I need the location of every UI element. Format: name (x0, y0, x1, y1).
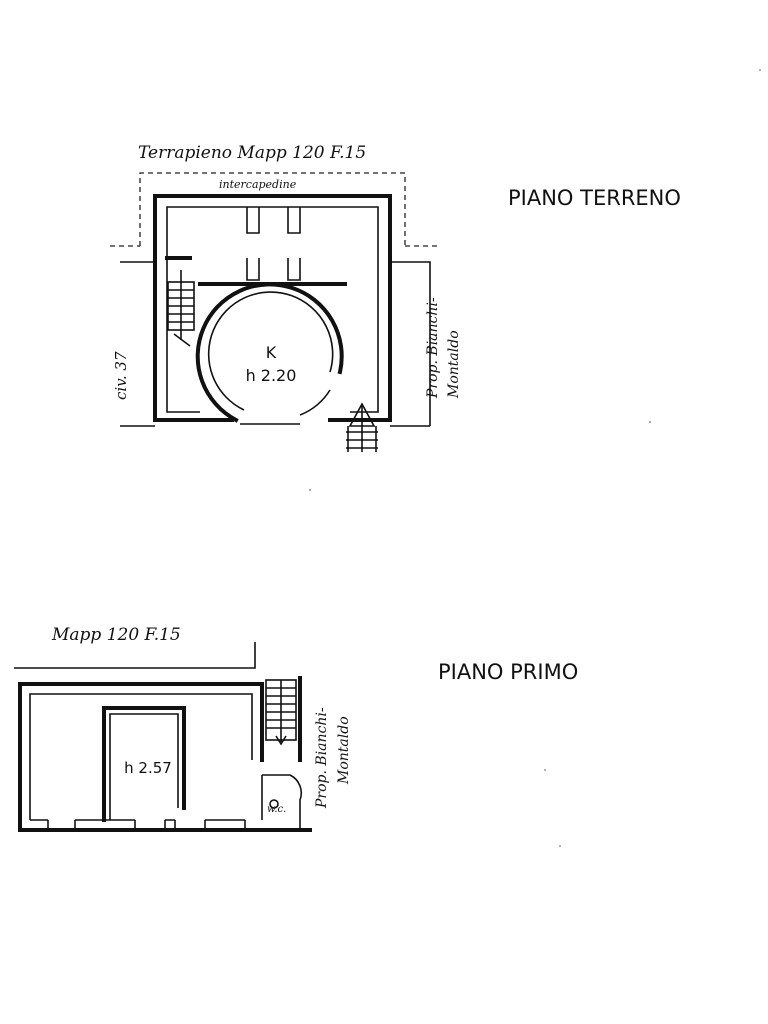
wc-walls (261, 774, 303, 830)
round-room-wall-inner (207, 291, 334, 411)
right-wall-inner (350, 258, 379, 413)
first-floor-exterior-wall-inner (29, 693, 253, 820)
ground-floor-top-note: Terrapieno Mapp 120 F.15 (138, 143, 366, 163)
round-room-wall (195, 282, 344, 423)
ground-floor-plan: Terrapieno Mapp 120 F.15 intercapedine K… (110, 143, 681, 452)
first-floor-exterior-wall (18, 682, 264, 832)
first-floor-stair (265, 679, 297, 746)
first-floor-title: PIANO PRIMO (438, 660, 578, 684)
entrance-arrow-icon (346, 402, 378, 452)
first-neighbour-label-line1: Prop. Bianchi- (314, 707, 330, 809)
top-niche (246, 207, 301, 234)
room-letter: K (266, 343, 277, 362)
room-height-ground: h 2.20 (246, 366, 297, 385)
right-wall (328, 256, 392, 422)
civic-number-label: civ. 37 (112, 351, 130, 400)
round-room-wall-lower (299, 389, 331, 416)
exterior-wall-inner (166, 206, 379, 258)
exterior-wall (153, 194, 392, 260)
wc-fixture-icon (269, 799, 279, 809)
first-floor-boundary (14, 642, 256, 669)
scan-specks (309, 69, 761, 847)
left-wall-inner (166, 258, 200, 413)
room-height-first: h 2.57 (124, 759, 172, 777)
neighbour-wall-right (390, 261, 431, 427)
inner-partition (102, 706, 186, 822)
ground-floor-title: PIANO TERRENO (508, 186, 681, 210)
ground-floor-stair (167, 270, 195, 347)
embankment-outline (139, 172, 406, 246)
cavity-label: intercapedine (219, 178, 297, 191)
first-floor-top-note: Mapp 120 F.15 (51, 625, 181, 645)
window-sill-marks (47, 820, 246, 830)
first-floor-plan: Mapp 120 F.15 h 2.57 w.c. Prop. Bianchi-… (14, 625, 578, 832)
neighbour-label-line1: Prop. Bianchi- (425, 297, 441, 399)
left-wall (153, 256, 234, 422)
neighbour-wall-left (120, 261, 155, 427)
inner-partition-inner (109, 713, 179, 820)
neighbour-label-line2: Montaldo (446, 330, 462, 399)
mid-wall-segments (246, 258, 301, 281)
first-neighbour-label-line2: Montaldo (336, 716, 352, 785)
wc-label: w.c. (267, 804, 286, 815)
